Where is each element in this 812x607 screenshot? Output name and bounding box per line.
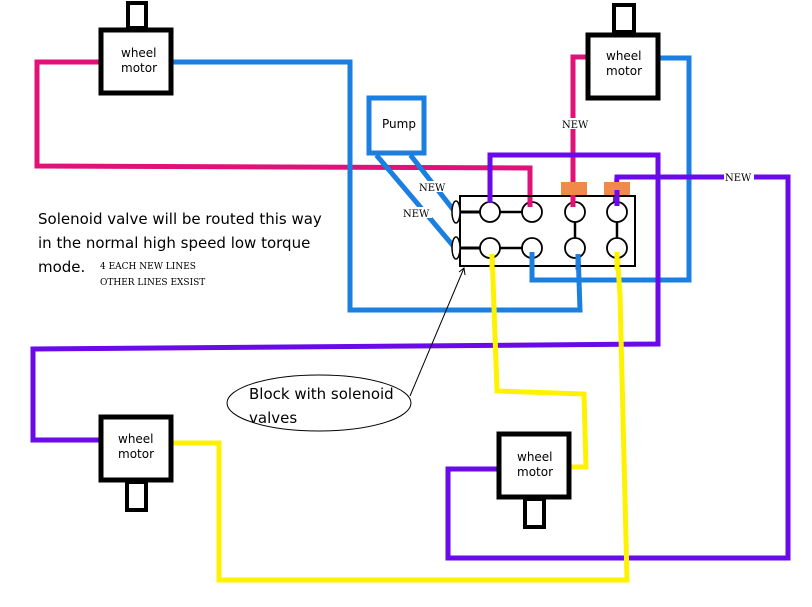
wheel-motor-top-left: wheel motor (98, 1, 174, 96)
solenoid-coil-bottom (451, 236, 461, 260)
orange-marker-2 (604, 182, 630, 195)
routing-note: Solenoid valve will be routed this way i… (38, 210, 322, 288)
purple-line-block-left (30, 152, 661, 443)
motor-label-line2: motor (517, 465, 553, 479)
note-small-2: OTHER LINES EXSIST (100, 278, 205, 288)
pump: Pump (366, 95, 427, 156)
pump-label: Pump (382, 117, 416, 131)
block-body (459, 195, 636, 267)
wheel-motor-bottom-right: wheel motor (496, 431, 572, 529)
blue-line-pump-new-2 (374, 153, 459, 252)
callout-arrowhead (458, 267, 466, 276)
motor-label-line2: motor (118, 447, 154, 461)
motor-label-line2: motor (606, 64, 642, 78)
new-label-purple: NEW (725, 173, 752, 184)
pump-box (366, 95, 427, 156)
note-line-1: Solenoid valve will be routed this way (38, 210, 322, 228)
note-line-2: in the normal high speed low torque (38, 234, 310, 252)
callout-pointer (409, 267, 465, 397)
motor-shaft (612, 3, 636, 34)
motor-shaft (523, 497, 546, 529)
note-line-3: mode. (38, 258, 85, 276)
solenoid-coil-top (451, 200, 461, 224)
label-bg (402, 207, 432, 218)
label-bg (724, 172, 754, 183)
orange-marker-1 (561, 182, 587, 195)
port-1-top (479, 201, 501, 223)
new-label-pump-2: NEW (403, 209, 430, 220)
purple-line-block-right-new (445, 174, 791, 561)
motor-body (585, 32, 661, 101)
blue-line-top-left-motor (169, 59, 583, 313)
motor-label-line2: motor (121, 61, 157, 75)
block-callout: Block with solenoid valves (226, 267, 466, 432)
callout-line-1: Block with solenoid (249, 385, 394, 403)
motor-shaft (126, 1, 148, 30)
wheel-motor-top-right: wheel motor (585, 3, 661, 101)
solenoid-block (451, 182, 636, 270)
port-3-bottom (564, 237, 586, 259)
purple-lines (30, 152, 791, 561)
label-bg (417, 181, 447, 192)
yellow-line-bottom-left-motor (169, 247, 630, 583)
new-label-pink: NEW (562, 120, 589, 131)
motor-label-line1: wheel (118, 432, 154, 446)
motor-label-line1: wheel (606, 49, 642, 63)
yellow-line-bottom-right-motor (489, 247, 589, 470)
motor-shaft (125, 480, 148, 512)
wheel-motor-bottom-left: wheel motor (98, 414, 174, 512)
label-bg (560, 118, 590, 129)
new-label-pump-1: NEW (419, 183, 446, 194)
callout-line-2: valves (249, 409, 297, 427)
motor-label-line1: wheel (517, 450, 553, 464)
callout-ellipse (226, 374, 412, 432)
yellow-lines (169, 247, 630, 583)
pink-line-top-left-motor (34, 59, 533, 210)
motor-label-line1: wheel (121, 46, 157, 60)
note-small-1: 4 EACH NEW LINES (100, 262, 196, 272)
motor-body (98, 27, 174, 96)
